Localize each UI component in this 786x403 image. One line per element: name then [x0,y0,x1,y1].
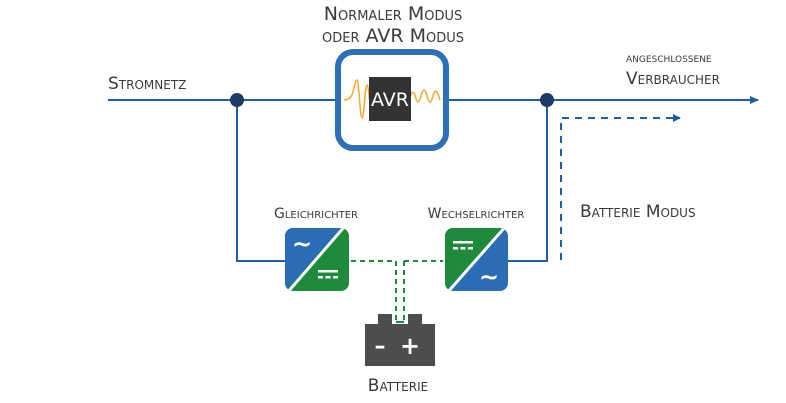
load-label-line-2: Verbraucher [626,69,720,89]
rectifier-icon: ~ [285,228,349,291]
rectifier-dc-symbol [318,270,338,279]
avr-label: AVR [371,89,409,111]
title-line-2: oder AVR Modus [322,25,464,47]
battery-icon: – + [365,314,435,366]
rectifier-ac-symbol: ~ [292,230,312,258]
load-label-line-1: angeschlossene [626,51,712,66]
avr-label-box [369,77,411,121]
grid-label: Stromnetz [108,74,186,94]
grid-junction-node [230,93,244,107]
inverter-ac-symbol: ~ [479,263,499,291]
battery-mode-dashed-path [560,114,681,260]
inverter-label: Wechselrichter [428,206,525,222]
wave-icon [343,79,372,119]
avr-module: AVR [335,49,449,151]
title-line-1: Normaler Modus [324,3,463,25]
inverter-dc-symbol [453,241,473,250]
battery-label: Batterie [368,376,428,396]
inverter-icon: ~ [445,228,508,291]
rectifier-label: Gleichrichter [274,206,358,222]
battery-minus-symbol: – [375,334,386,359]
battery-mode-label: Batterie Modus [580,202,696,222]
wave-icon-right [408,89,441,103]
inverter-branch-line [508,100,548,262]
battery-plus-symbol: + [400,332,420,360]
load-junction-node [540,93,554,107]
rectifier-branch-line [236,100,285,262]
